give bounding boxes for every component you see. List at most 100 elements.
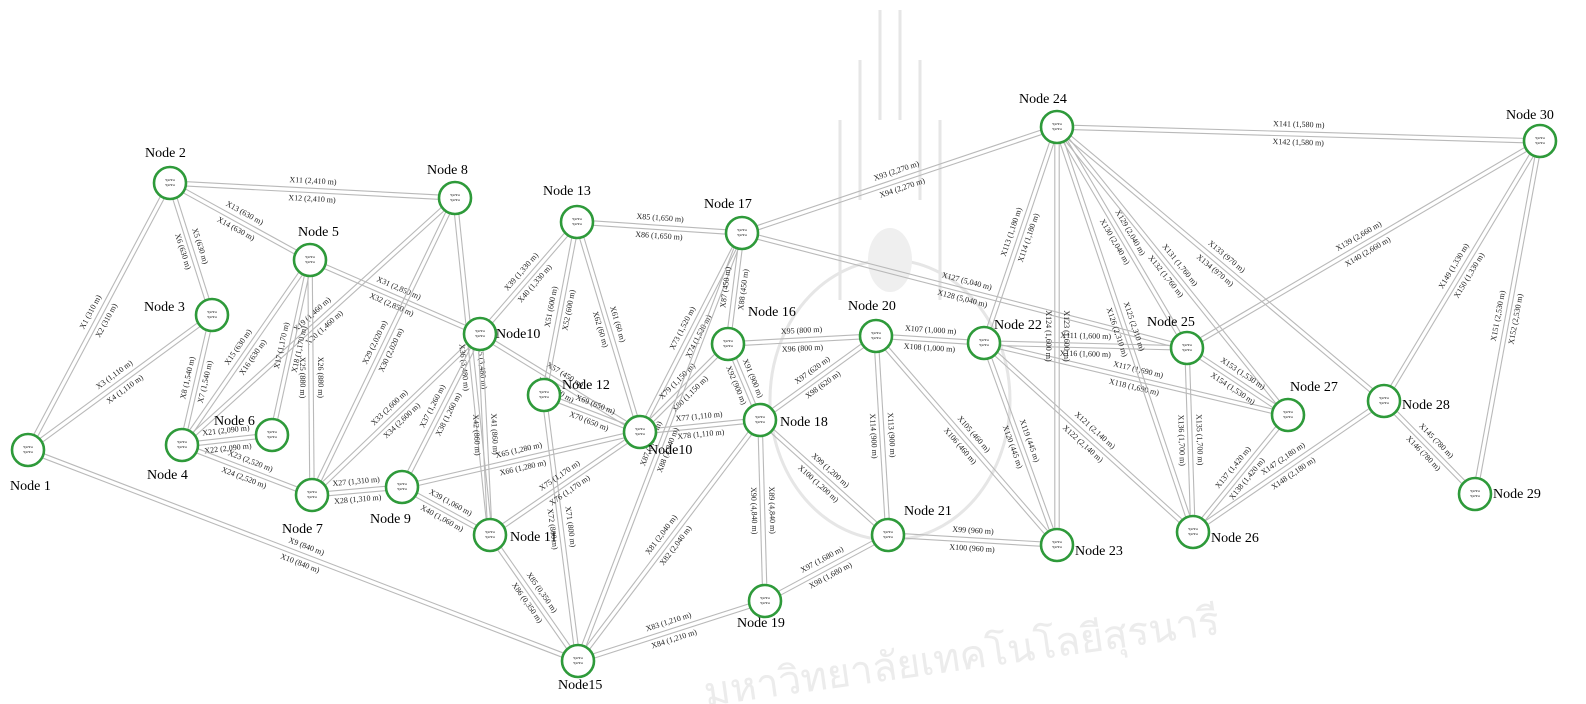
edge-line — [574, 222, 639, 433]
node-inner-text: ชุมชน — [305, 260, 315, 265]
node-inner-text: ชุมชน — [397, 487, 407, 492]
node-circle[interactable] — [1175, 514, 1211, 550]
node-inner-text: ชุมชน — [1182, 348, 1192, 353]
node-inner-text: ชุมชน — [979, 343, 989, 348]
edge-label: X136 (1,700 m) — [1176, 414, 1187, 466]
node-circle[interactable] — [724, 215, 760, 251]
node-circle[interactable] — [472, 517, 508, 553]
node-circle[interactable] — [622, 414, 658, 450]
edge-line — [875, 337, 984, 346]
node-circle[interactable] — [384, 469, 420, 505]
edge-n24-n30: X141 (1,580 m)X142 (1,580 m) — [1056, 119, 1541, 148]
node-circle[interactable] — [747, 583, 783, 619]
edge-line — [310, 257, 482, 333]
edge-line — [1193, 402, 1386, 535]
edge-n5-n10: X31 (2,850 m)X32 (2,850 m) — [308, 257, 482, 337]
edge-n10-n11: X41 (860 m)X42 (860 m) — [471, 333, 500, 536]
node-inner-text: ชุมชน — [737, 228, 747, 233]
node-circle[interactable] — [1522, 123, 1558, 159]
node-inner-text: ชุมชน — [1535, 141, 1545, 146]
edge-line — [488, 429, 640, 534]
edge-label: X107 (1,000 m) — [905, 324, 957, 336]
node-circle[interactable] — [10, 432, 46, 468]
edge-line — [1058, 124, 1386, 400]
node-circle[interactable] — [462, 316, 498, 352]
node-circle[interactable] — [194, 297, 230, 333]
node-inner-text: ชุมชน — [1188, 532, 1198, 537]
node-circle[interactable] — [152, 165, 188, 201]
edge-label: X114 (900 m) — [868, 413, 880, 459]
edge-line — [578, 221, 643, 432]
node-circle[interactable] — [1039, 527, 1075, 563]
node-circle[interactable] — [559, 204, 595, 240]
node-circle[interactable] — [560, 643, 596, 679]
edge-line — [171, 182, 215, 315]
node-label: Node 26 — [1211, 531, 1259, 546]
node-circle[interactable] — [294, 477, 330, 513]
edge-label: X118 (1,690 m) — [1108, 377, 1160, 398]
edge-line — [1194, 416, 1291, 534]
node-circle[interactable] — [1039, 109, 1075, 145]
node-circle[interactable] — [164, 427, 200, 463]
node-circle[interactable] — [292, 242, 328, 278]
node-circle[interactable] — [870, 517, 906, 553]
edge-line — [399, 332, 479, 487]
node-circle[interactable] — [1457, 476, 1493, 512]
node-inner-text: ชุมชน — [573, 656, 583, 661]
edge-line — [491, 533, 581, 661]
edge-line — [877, 334, 1060, 544]
edge-line — [578, 602, 766, 664]
node-circle[interactable] — [1169, 330, 1205, 366]
edge-label: X51 (600 m) — [543, 285, 560, 328]
edge-line — [183, 315, 215, 446]
node-circle[interactable] — [1366, 383, 1402, 419]
node-circle[interactable] — [966, 325, 1002, 361]
node-circle[interactable] — [254, 417, 290, 453]
node-circle[interactable] — [742, 402, 778, 438]
edge-line — [640, 421, 761, 435]
edge-n2-n3: X5 (630 m)X6 (630 m) — [167, 182, 215, 316]
node-circle[interactable] — [858, 318, 894, 354]
node-circle[interactable] — [437, 180, 473, 216]
node-label: Node 23 — [1075, 544, 1123, 559]
node-inner-text: ชุมชน — [755, 415, 765, 420]
edge-line — [170, 180, 312, 259]
edge-n21-n23: X99 (960 m)X100 (960 m) — [887, 525, 1058, 554]
node-circle[interactable] — [1270, 397, 1306, 433]
edge-n1-n15: X9 (840 m)X10 (840 m) — [27, 447, 579, 664]
edge-label: X25 (880 m) — [298, 357, 307, 399]
edge-label: X28 (1,310 m) — [334, 493, 382, 506]
node-circle[interactable] — [710, 326, 746, 362]
node-circle[interactable] — [526, 377, 562, 413]
